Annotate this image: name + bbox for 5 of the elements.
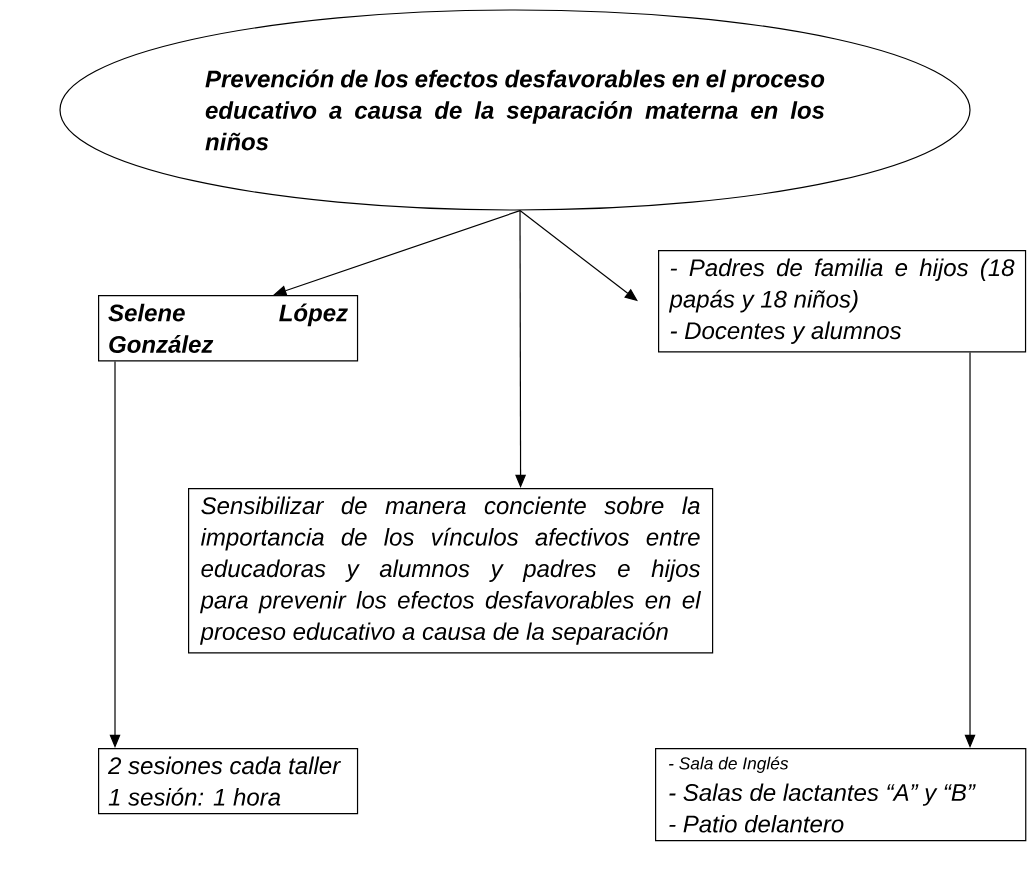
text-box: 2 sesiones cada taller 1 sesión: 1 hora	[98, 748, 359, 815]
text-box: - Sala de Inglés - Salas de lactantes “A” y “B” - Patio delantero	[655, 748, 1027, 842]
text-box: Sensibilizar de manera conciente sobre la importancia de los vínculos afectivos entre educadoras y alumnos y padres e hijos para prevenir los efectos desfavorables en el proceso educativo a causa de la separación	[188, 488, 714, 654]
text-box: - Padres de familia e hijos (18 papás y 18 niños) - Docentes y alumnos	[658, 250, 1027, 353]
text-box: Selene López González	[98, 295, 359, 362]
